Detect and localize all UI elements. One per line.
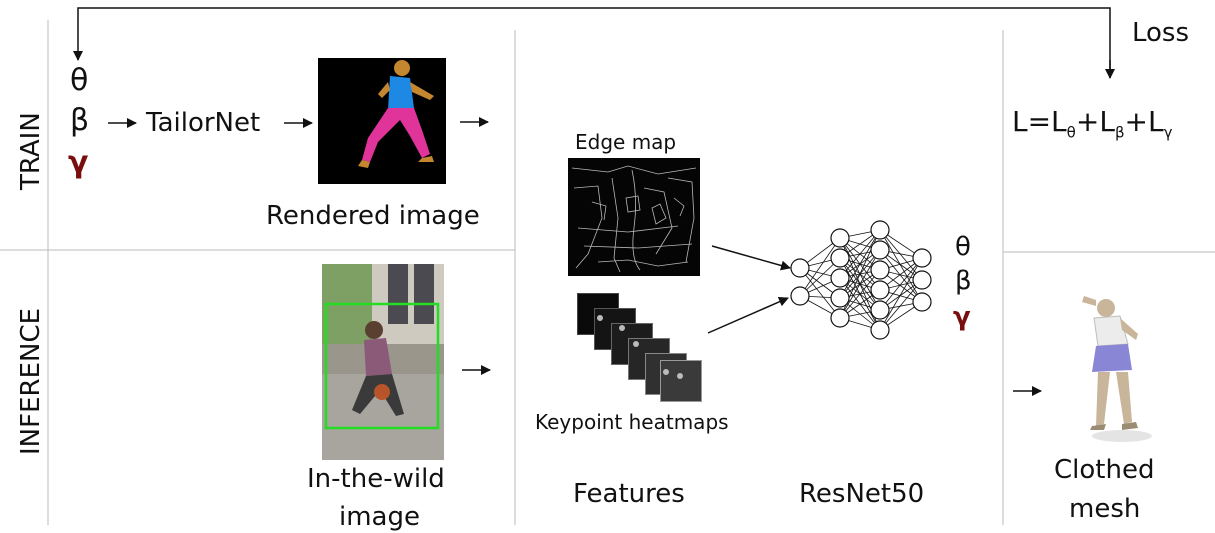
resnet-label: ResNet50	[799, 479, 925, 509]
in-the-wild-photo	[322, 264, 444, 460]
loss-plus-2: +	[1124, 105, 1148, 138]
loss-formula-prefix: L=L	[1012, 105, 1067, 138]
network-edge	[879, 257, 923, 311]
loss-plus-1: +	[1075, 105, 1100, 138]
network-node	[870, 240, 890, 260]
network-node	[870, 280, 890, 300]
network-edge	[839, 229, 881, 279]
in-the-wild-caption-line1: In-the-wild	[307, 464, 445, 494]
network-gamma: γ	[953, 302, 971, 332]
tailornet-label: TailorNet	[146, 108, 261, 138]
network-node	[830, 248, 850, 268]
network-edge	[879, 249, 923, 303]
network-edge	[799, 237, 841, 297]
network-edge	[839, 269, 881, 319]
network-node	[830, 288, 850, 308]
network-edge	[839, 249, 881, 319]
edge-map-image	[568, 158, 700, 276]
network-node	[830, 308, 850, 328]
network-node	[830, 228, 850, 248]
features-label: Features	[573, 479, 685, 509]
train-gamma: γ	[68, 145, 89, 180]
network-edge	[879, 279, 923, 331]
network-node	[912, 292, 932, 312]
clothed-mesh-caption-line2: mesh	[1069, 494, 1141, 524]
edge-map-label: Edge map	[575, 130, 677, 154]
in-the-wild-image	[322, 264, 444, 460]
edge-map-texture	[571, 165, 697, 273]
rendered-image-caption: Rendered image	[266, 201, 480, 231]
heatmap-frame	[660, 360, 702, 402]
keypoint-heatmaps-label: Keypoint heatmaps	[535, 410, 729, 434]
rendered-person-figure	[358, 60, 434, 168]
network-node	[790, 258, 810, 278]
loss-feedback-line	[73, 7, 1111, 78]
network-edge	[879, 257, 923, 331]
train-beta: β	[70, 103, 90, 138]
network-node	[870, 220, 890, 240]
edge-to-net-arrow	[711, 245, 791, 271]
network-node	[790, 286, 810, 306]
loss-label: Loss	[1132, 18, 1190, 48]
network-theta: θ	[955, 232, 971, 262]
network-edge	[879, 229, 923, 303]
in-the-wild-caption-line2: image	[339, 502, 420, 532]
loss-l-beta: L	[1099, 105, 1115, 138]
heatmap-to-net-arrow	[707, 297, 789, 334]
network-node	[912, 270, 932, 290]
network-node	[830, 268, 850, 288]
loss-sub-gamma: γ	[1163, 123, 1173, 142]
network-edge	[799, 267, 841, 319]
network-beta: β	[955, 266, 972, 296]
loss-l-gamma: L	[1147, 105, 1164, 138]
clothed-mesh-figure	[1082, 296, 1152, 442]
network-node	[912, 248, 932, 268]
clothed-mesh-image	[1062, 294, 1154, 444]
network-node	[870, 260, 890, 280]
loss-formula: L=Lθ+Lβ+Lγ	[1012, 108, 1172, 141]
train-theta: θ	[70, 63, 89, 98]
network-edge	[839, 229, 881, 299]
network-node	[870, 300, 890, 320]
network-node	[870, 320, 890, 340]
rendered-image	[318, 58, 446, 184]
network-edge	[879, 229, 923, 281]
loss-sub-theta: θ	[1066, 123, 1076, 142]
resnet-network	[790, 220, 932, 340]
clothed-mesh-caption-line1: Clothed	[1054, 455, 1155, 485]
loss-sub-beta: β	[1114, 123, 1125, 142]
